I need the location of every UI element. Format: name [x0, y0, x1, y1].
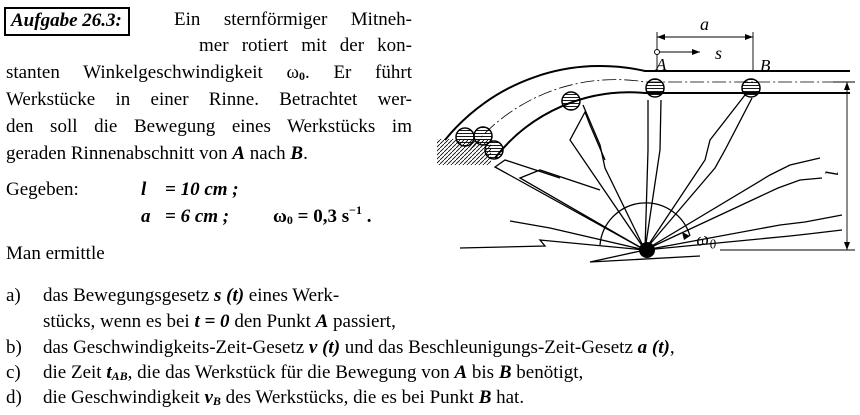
task-d-label: d): [6, 387, 22, 408]
label-omega: ω0: [694, 227, 718, 254]
task-d: d)die Geschwindigkeit vB des Werkstücks,…: [6, 387, 524, 409]
intro-line-5: den soll die Bewegung eines Werkstücks i…: [6, 116, 412, 137]
label-s: s: [715, 43, 722, 63]
task-c-t: t: [106, 362, 112, 383]
intro-line-6-mid: nach: [245, 143, 291, 164]
intro-line-6: geraden Rinnenabschnitt von A nach B.: [6, 143, 308, 165]
arrowhead-a-right: [745, 34, 753, 40]
intro-line-4: Werkstücke in einer Rinne. Betrachtet we…: [6, 89, 412, 110]
given-label: Gegeben:: [6, 179, 79, 200]
label-point-b: B: [760, 56, 771, 75]
task-c-b: B: [498, 362, 512, 383]
task-c-mid: , die das Werkstück für die Bewegung von: [127, 362, 455, 383]
given-omega-exponent: −1: [349, 203, 362, 217]
task-a2-point: A: [315, 311, 329, 332]
intro-line-3-text: stanten Winkelgeschwindigkeit ω: [6, 62, 300, 83]
star-driver-arms: [459, 94, 843, 263]
label-omega-subscript: 0: [708, 236, 717, 252]
workpiece-ball: [484, 140, 504, 160]
task-b-a: a (t): [637, 337, 670, 358]
task-d-v-subscript: B: [212, 394, 221, 408]
intro-line-6-end: .: [303, 143, 308, 164]
workpiece-ball-at-b: [741, 78, 761, 98]
task-c-label: c): [6, 362, 21, 383]
prompt-text: Man ermittle: [6, 243, 105, 264]
task-c-end: benötigt,: [511, 362, 584, 383]
task-b-v: v (t): [308, 337, 341, 358]
task-a-symbol: s (t): [213, 285, 245, 306]
omega-subscript: 0: [299, 69, 306, 83]
given-l-value: = 10 cm ;: [165, 179, 239, 200]
task-b-end: ,: [669, 337, 675, 358]
intro-line-6-text: geraden Rinnenabschnitt von: [6, 143, 233, 164]
task-d-mid: des Werkstücks, die es bei Punkt: [220, 387, 479, 408]
task-b-text: das Geschwindigkeits-Zeit-Gesetz: [43, 337, 309, 358]
task-a-end: eines Werk-: [244, 285, 340, 306]
task-c-text: die Zeit: [43, 362, 107, 383]
given-omega-symbol: ω: [273, 206, 287, 227]
given-omega-end: .: [361, 206, 372, 227]
rotation-arc: [599, 202, 691, 246]
intro-line-3-end: . Er führt: [305, 62, 412, 83]
label-l: l: [822, 171, 842, 176]
task-a-label: a): [6, 285, 21, 306]
point-b-ref: B: [290, 143, 304, 164]
task-a: a) das Bewegungsgesetz s (t) eines Werk-: [6, 285, 339, 307]
task-d-end: hat.: [491, 387, 525, 408]
rotation-arrowhead: [682, 232, 690, 240]
intro-line-1: Ein sternförmiger Mitneh-: [174, 9, 412, 30]
arrowhead-a-left: [657, 34, 665, 40]
given-omega: ω0 = 0,3 s−1 .: [273, 203, 372, 228]
given-omega-subscript: 0: [286, 213, 293, 227]
workpiece-ball: [473, 126, 493, 146]
task-b: b) das Geschwindigkeits-Zeit-Gesetz v (t)…: [6, 337, 675, 359]
task-c-t-subscript: AB: [111, 369, 128, 383]
task-d-b: B: [478, 387, 492, 408]
task-c: c)die Zeit tAB, die das Werkstück für di…: [6, 362, 583, 384]
task-d-text: die Geschwindigkeit: [43, 387, 205, 408]
workpieces: [455, 78, 761, 160]
task-d-v: v: [204, 387, 213, 408]
task-a2-mid: den Punkt: [229, 311, 316, 332]
given-l-symbol: l: [141, 179, 147, 200]
task-c-a: A: [454, 362, 468, 383]
task-a-text: das Bewegungsgesetz: [43, 285, 214, 306]
chute-outer-rail: [444, 64, 850, 141]
arrowhead-s: [692, 49, 700, 55]
label-omega-symbol: ω: [694, 228, 710, 250]
point-a-ref: A: [232, 143, 246, 164]
workpiece-ball-at-a: [645, 78, 665, 98]
intro-line-3: stanten Winkelgeschwindigkeit ω0. Er füh…: [6, 62, 412, 84]
chute-inner-rail: [494, 91, 850, 159]
label-point-a: A: [655, 55, 667, 74]
dimension-lines: [656, 32, 855, 251]
task-b-mid: und das Beschleunigungs-Zeit-Gesetz: [340, 337, 638, 358]
task-c-bis: bis: [467, 362, 499, 383]
task-b-label: b): [6, 337, 22, 358]
arrowhead-l-top: [844, 82, 850, 90]
task-a2-t0: t = 0: [194, 311, 230, 332]
given-omega-value: = 0,3 s: [292, 206, 350, 227]
task-a-line-2: stücks, wenn es bei t = 0 den Punkt A pa…: [43, 311, 396, 333]
label-a: a: [700, 14, 709, 34]
intro-line-2: mer rotiert mit der kon-: [199, 35, 412, 56]
task-a2-text: stücks, wenn es bei: [43, 311, 195, 332]
task-title: Aufgabe 26.3:: [4, 7, 130, 36]
given-a-symbol: a: [141, 206, 151, 227]
arrowhead-l-bottom: [844, 242, 850, 250]
workpiece-ball: [561, 91, 581, 111]
given-a-value: = 6 cm ;: [165, 206, 230, 227]
workpiece-ball: [455, 127, 475, 147]
star-hub: [639, 242, 655, 258]
task-a2-end: passiert,: [328, 311, 396, 332]
s-origin-dot: [654, 49, 660, 55]
